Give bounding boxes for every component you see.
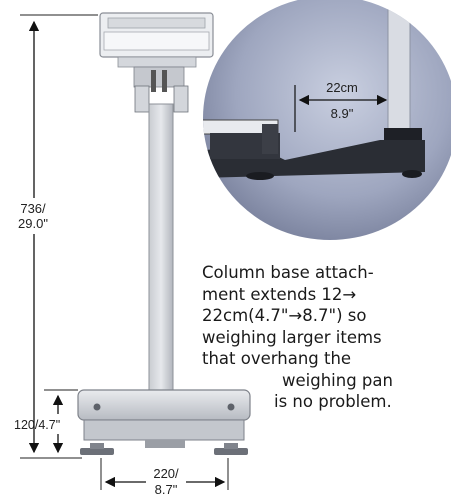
caption-line: weighing larger items [202, 327, 382, 347]
base-platform [77, 389, 251, 455]
caption-line: is no problem. [274, 392, 392, 411]
inset-label-cm: 22cm [326, 80, 358, 95]
inset-label-in: 8.9" [331, 106, 354, 121]
base-width-dimension: 220/ 8.7" [100, 458, 229, 497]
mounting-bracket [133, 66, 189, 113]
caption-line: weighing pan [282, 370, 393, 390]
caption-line: that overhang the [202, 349, 352, 368]
base-width-label-mm: 220/ [153, 466, 179, 481]
caption-line: 22cm(4.7"→8.7") so [202, 306, 367, 325]
display-head [99, 12, 214, 68]
height-dimension: 736/ 29.0" [18, 14, 98, 459]
inset-closeup: 22cm 8.9" [203, 0, 451, 240]
scale-illustration [77, 12, 251, 455]
base-height-label: 120/4.7" [14, 418, 60, 432]
base-width-label-in: 8.7" [155, 482, 178, 497]
column [148, 103, 174, 395]
height-label-in: 29.0" [18, 216, 48, 231]
caption-line: Column base attach- [202, 263, 374, 282]
caption-line: ment extends 12→ [202, 284, 357, 304]
caption: Column base attach- ment extends 12→ 22c… [202, 262, 447, 413]
height-label-mm: 736/ [20, 201, 46, 216]
base-height-dimension: 120/4.7" [14, 389, 78, 454]
